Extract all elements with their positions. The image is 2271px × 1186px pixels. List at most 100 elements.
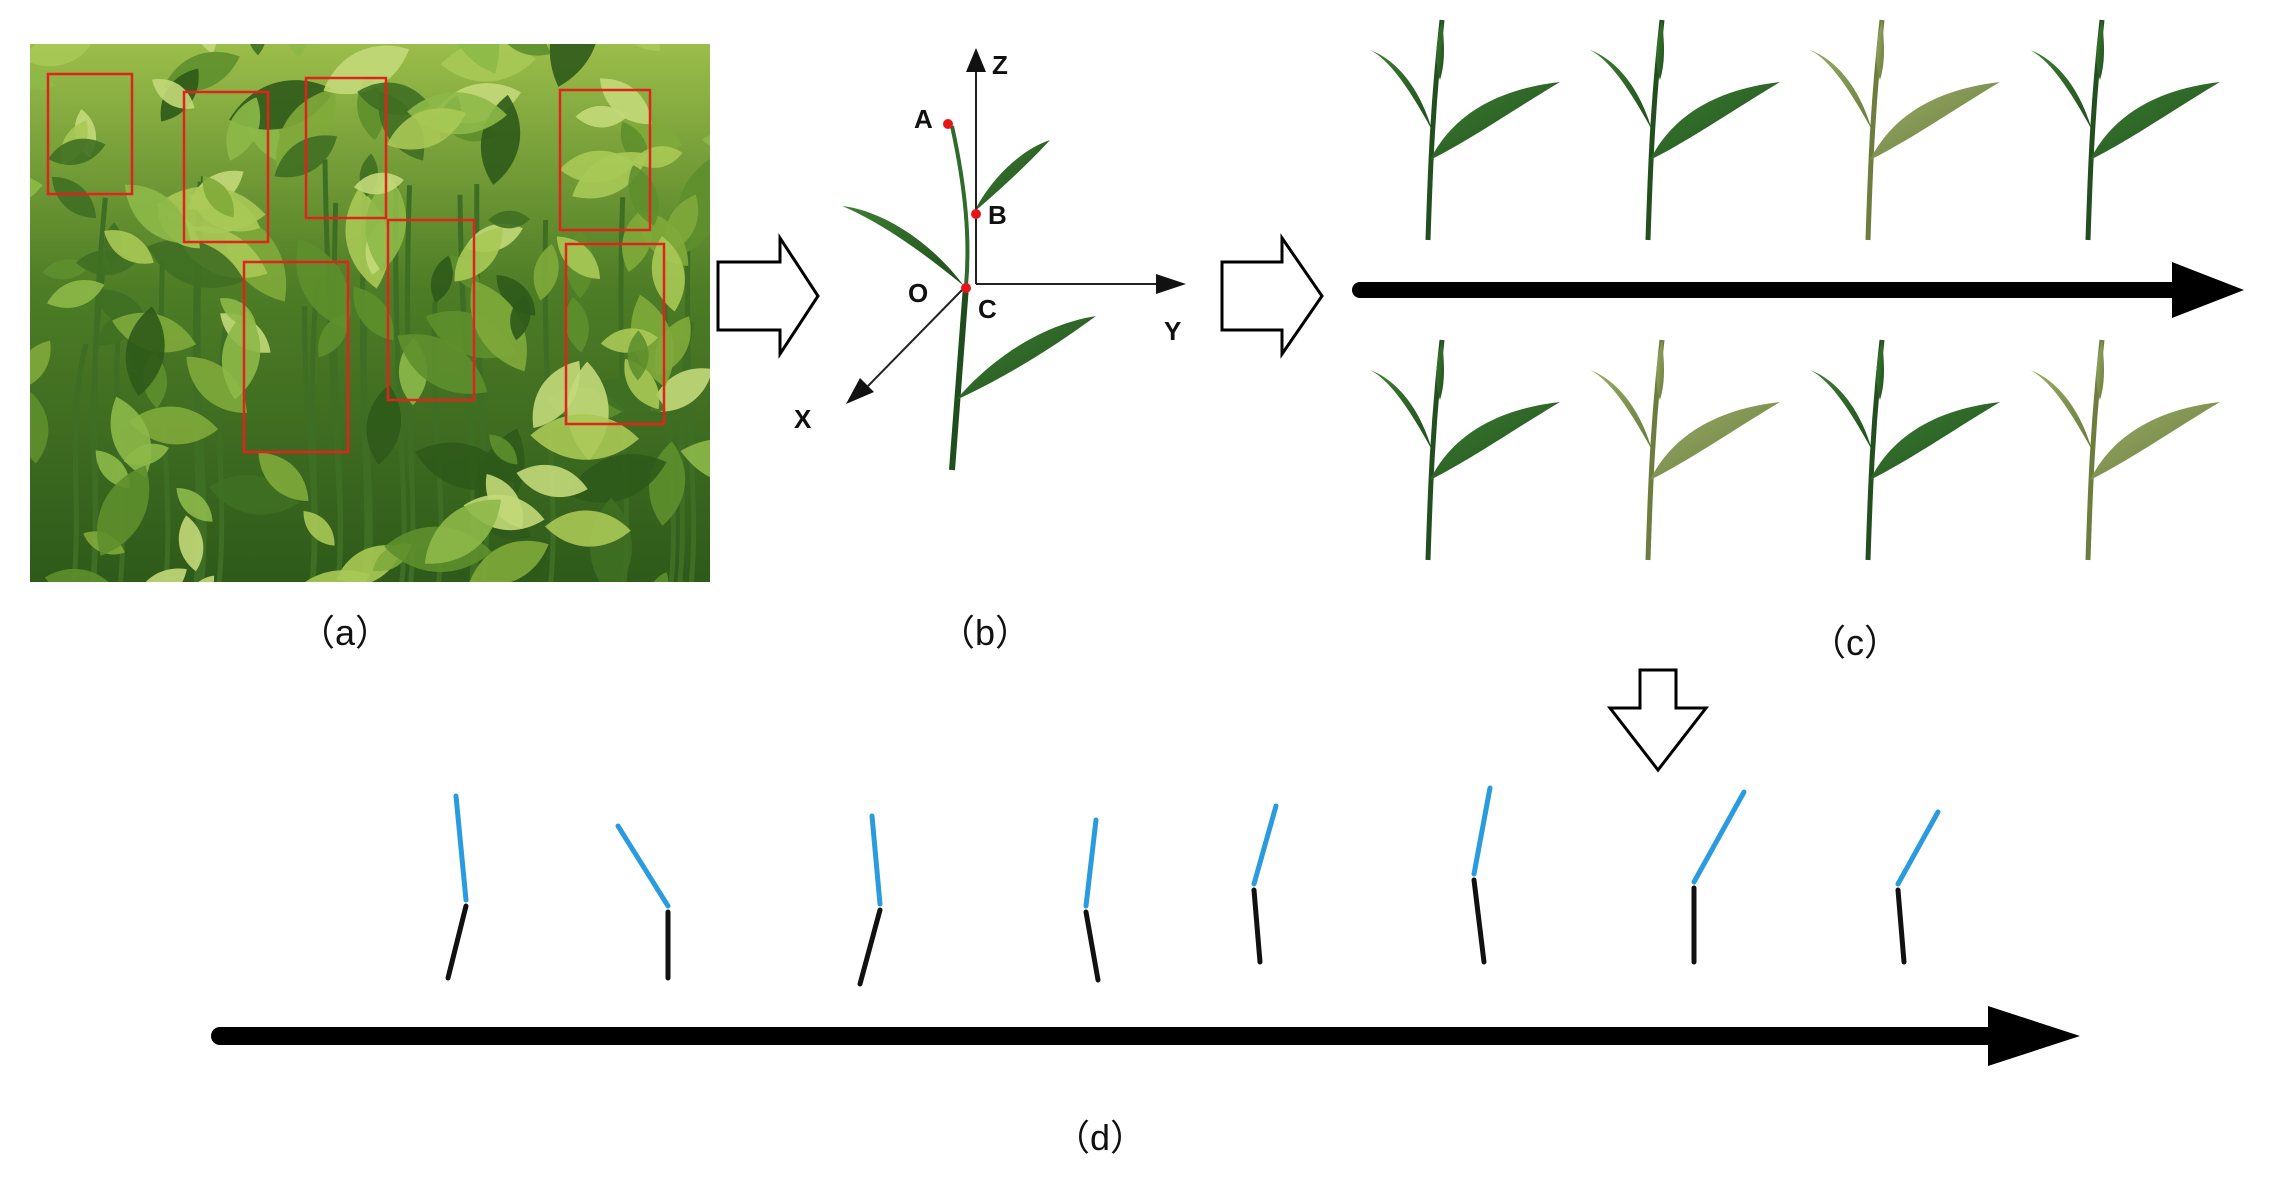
- skeleton: [1471, 785, 1493, 965]
- photo-stem: [684, 196, 697, 582]
- stem: [949, 285, 969, 471]
- detection-box: [304, 76, 388, 220]
- y-axis-label: Y: [1164, 316, 1181, 346]
- point-b: [971, 209, 981, 219]
- photo-leaf: [533, 243, 559, 301]
- skeleton-upper-segment: [1251, 803, 1279, 887]
- point-c-label: C: [978, 294, 997, 324]
- photo-stem: [114, 340, 126, 582]
- panel-b-caption: （b）: [939, 612, 1031, 653]
- photo-leaf: [110, 396, 152, 478]
- photo-leaf: [490, 578, 546, 582]
- leaf-sample: [1810, 339, 2000, 561]
- photo-stem: [677, 321, 695, 582]
- photo-leaf: [532, 360, 581, 429]
- photo-leaf: [583, 586, 645, 686]
- photo-leaf: [650, 368, 710, 412]
- photo-leaf: [44, 568, 120, 582]
- z-axis-label: Z: [992, 50, 1008, 80]
- photo-stem: [309, 279, 321, 582]
- detection-box: [182, 90, 270, 244]
- photo-leaf: [30, 71, 56, 91]
- point-o-label: O: [908, 278, 928, 308]
- photo-leaf: [591, 378, 666, 415]
- panel-a-caption: （a）: [299, 612, 391, 653]
- panel-c-sequence-arrow: [1352, 262, 2244, 318]
- y-axis-arrowhead: [1156, 274, 1186, 294]
- photo-leaf: [97, 465, 150, 556]
- photo-leaf: [559, 150, 636, 183]
- skeleton: [1251, 803, 1279, 965]
- panel-c-leaf-samples: [1370, 19, 2220, 561]
- photo-leaf: [516, 464, 588, 498]
- photo-leaf: [651, 235, 685, 312]
- photo-leaf: [128, 406, 219, 445]
- z-axis-arrowhead: [966, 48, 986, 72]
- photo-leaf: [366, 384, 402, 465]
- skeleton-upper-segment: [1083, 817, 1099, 909]
- leaf-lower-right: [956, 316, 1096, 400]
- photo-leaf: [303, 510, 335, 546]
- skeleton-upper-segment: [1895, 809, 1941, 887]
- skeleton-lower-segment: [857, 907, 883, 987]
- photo-leaf: [470, 280, 527, 372]
- photo-leaf: [202, 175, 234, 218]
- photo-leaf: [48, 138, 106, 166]
- leaf-sample: [1810, 19, 2000, 241]
- photo-leaf: [133, 568, 187, 582]
- skeleton: [615, 823, 671, 981]
- photo-leaf: [444, 0, 499, 50]
- skeleton-lower-segment: [1895, 887, 1907, 965]
- photo-leaf: [147, 239, 245, 288]
- photo-leaf: [176, 487, 213, 522]
- photo-leaf: [556, 236, 601, 279]
- photo-foliage: [30, 0, 710, 686]
- photo-leaf: [46, 280, 105, 308]
- skeleton: [445, 793, 469, 981]
- photo-leaf: [353, 286, 394, 341]
- photo-leaf: [549, 44, 600, 87]
- photo-leaf: [454, 227, 503, 282]
- skeleton: [1691, 789, 1747, 965]
- skeleton-upper-segment: [1471, 785, 1493, 877]
- skeleton-lower-segment: [1471, 877, 1487, 965]
- photo-leaf: [365, 175, 407, 272]
- photo-leaf: [104, 230, 154, 264]
- photo-leaf: [30, 44, 95, 67]
- photo-leaf: [386, 108, 466, 150]
- detection-box: [386, 218, 476, 402]
- photo-leaf: [247, 44, 267, 56]
- photo-leaf: [125, 306, 165, 397]
- x-axis: [867, 289, 963, 387]
- photo-leaf: [52, 176, 97, 219]
- hollow-arrow-a-to-b: [716, 232, 820, 360]
- skeleton-lower-segment: [1251, 887, 1263, 965]
- panel-a-photo: [30, 0, 710, 686]
- photo-leaf: [489, 434, 518, 465]
- photo-leaf: [633, 146, 683, 168]
- photo-leaf: [611, 116, 683, 151]
- photo-leaf: [285, 44, 307, 58]
- panel-b-coordinate-diagram: Z Y X A B C O: [794, 48, 1186, 471]
- photo-leaf: [178, 515, 204, 572]
- photo-leaf: [430, 255, 453, 303]
- point-b-label: B: [988, 200, 1007, 230]
- photo-leaf: [488, 210, 531, 229]
- x-axis-label: X: [794, 404, 812, 434]
- photo-leaf: [124, 184, 191, 244]
- photo-stem: [71, 343, 89, 582]
- detection-box: [242, 260, 350, 454]
- photo-leaf: [95, 450, 130, 489]
- skeleton-upper-segment: [615, 823, 671, 909]
- detection-box: [564, 242, 666, 426]
- leaf-sample: [2030, 19, 2220, 241]
- skeleton-lower-segment: [1083, 909, 1101, 983]
- leaf-sample: [1370, 339, 1560, 561]
- panel-d-sequence-arrow: [211, 1006, 2080, 1066]
- photo-stem: [216, 321, 229, 582]
- skeleton: [1083, 817, 1101, 983]
- photo-leaf: [566, 454, 667, 503]
- photo-leaf: [357, 82, 431, 115]
- photo-leaf: [680, 438, 710, 486]
